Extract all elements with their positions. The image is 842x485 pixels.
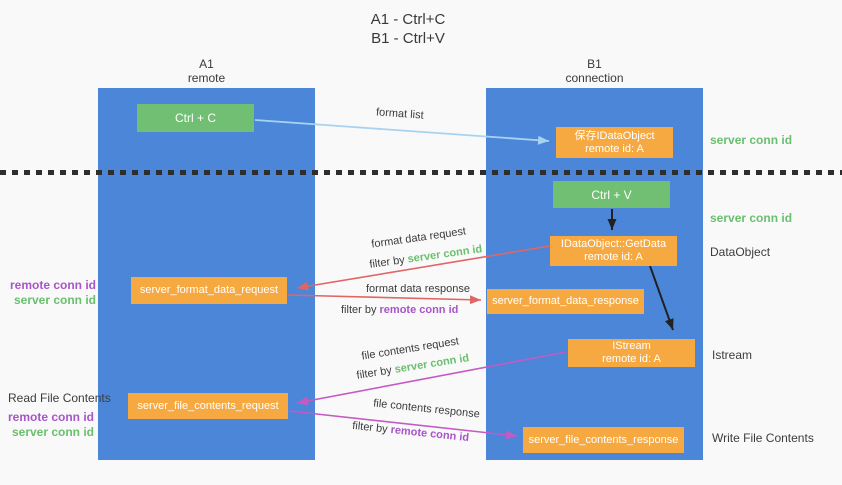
arrow-format-data-response [287,294,482,305]
lane-b-name: B1 [587,57,602,71]
node-format-request-label: server_format_data_request [139,284,279,296]
lane-b-header: B1 connection [486,57,703,85]
node-ctrl-c: Ctrl + C [137,104,254,132]
node-server-format-data-response: server_format_data_response [487,289,644,314]
right-server-conn-id-mid: server conn id [710,211,793,225]
node-save-idataobject-line2: remote id: A [585,142,644,155]
node-file-request-label: server_file_contents_request [137,399,279,412]
filter-by-text: filter by [355,363,396,382]
node-save-idataobject: 保存IDataObject remote id: A [556,127,673,158]
right-write-file-contents: Write File Contents [712,431,814,445]
remote-conn-id-text: remote conn id [389,423,470,445]
node-file-response-label: server_file_contents_response [528,433,679,446]
node-server-file-contents-request: server_file_contents_request [128,393,288,419]
node-istream: IStream remote id: A [568,339,695,367]
node-istream-line1: IStream [612,340,651,352]
left-remote-conn-id-1: remote conn id [9,278,96,292]
remote-conn-id-text: remote conn id [379,304,459,316]
left-read-file-contents: Read File Contents [8,391,111,405]
left-remote-conn-id-2: remote conn id [7,410,94,424]
lane-a-subtitle: remote [187,71,226,85]
right-server-conn-id-top: server conn id [710,133,793,147]
session-divider-line [0,170,842,175]
left-conn-id-pair-top: remote conn id server conn id [0,278,96,308]
filter-by-text: filter by [341,304,380,316]
node-save-idataobject-line1: 保存IDataObject [574,129,655,142]
label-file-contents-response: file contents response [372,397,481,421]
lane-a-header: A1 remote [98,57,315,85]
right-dataobject-label: DataObject [710,245,771,259]
node-getdata-line2: remote id: A [584,251,643,263]
left-conn-id-pair-bottom: remote conn id server conn id [0,410,94,440]
lane-a-name: A1 [199,57,214,71]
title-line-1: A1 - Ctrl+C [370,11,446,28]
node-idataobject-getdata: IDataObject::GetData remote id: A [550,236,677,266]
title-line-2: B1 - Ctrl+V [371,30,445,47]
lane-b-subtitle: connection [565,71,624,85]
node-getdata-line1: IDataObject::GetData [560,238,667,250]
diagram-title: A1 - Ctrl+C B1 - Ctrl+V [308,10,508,48]
label-filter-by-remote-conn-id-1: filter by remote conn id [341,304,458,316]
label-format-list: format list [375,106,425,122]
label-format-data-response: format data response [366,283,470,295]
node-server-file-contents-response: server_file_contents_response [523,427,684,453]
node-ctrl-v: Ctrl + V [553,181,670,208]
filter-by-text: filter by [351,419,392,436]
left-server-conn-id-2: server conn id [11,425,94,439]
node-ctrl-v-label: Ctrl + V [591,187,632,202]
node-server-format-data-request: server_format_data_request [131,277,287,304]
label-filter-by-remote-conn-id-2: filter by remote conn id [352,420,470,444]
left-server-conn-id-1: server conn id [13,293,96,307]
right-istream-label: Istream [712,348,753,362]
node-format-response-label: server_format_data_response [492,295,639,307]
server-conn-id-text: server conn id [406,243,484,266]
node-ctrl-c-label: Ctrl + C [174,111,216,125]
filter-by-text: filter by [368,253,409,271]
node-istream-line2: remote id: A [602,353,661,365]
